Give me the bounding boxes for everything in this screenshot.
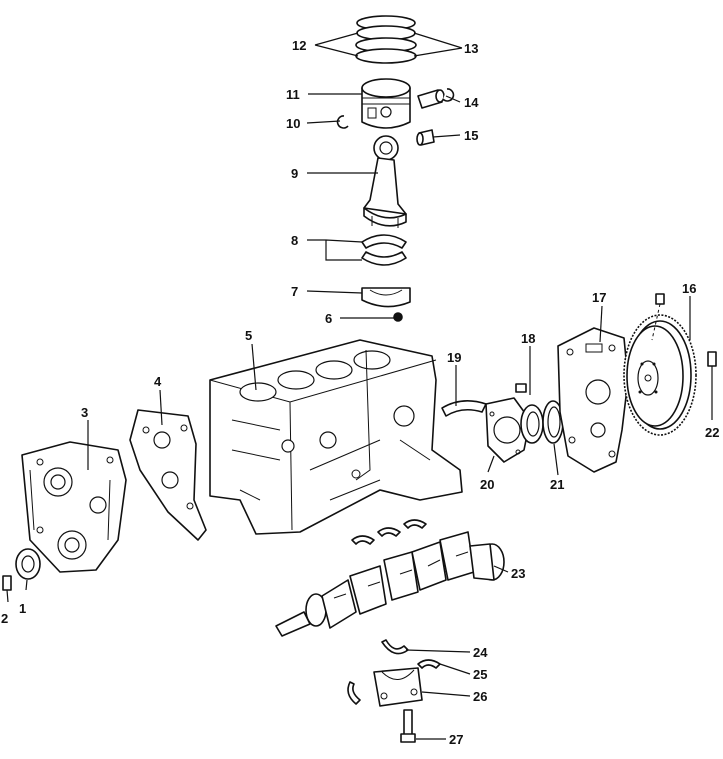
callout-17: 17	[592, 290, 606, 305]
callout-27: 27	[449, 732, 463, 747]
small-end-bushing	[416, 129, 435, 146]
callout-19: 19	[447, 350, 461, 365]
thrust-washer-left	[347, 681, 361, 705]
conrod-bearings	[361, 234, 407, 266]
thrust-washer	[417, 659, 441, 669]
callout-4: 4	[154, 374, 162, 389]
crankshaft	[275, 531, 505, 637]
flywheel-bolt-top	[655, 293, 665, 305]
callout-8: 8	[291, 233, 298, 248]
piston-pin	[417, 89, 445, 109]
callout-25: 25	[473, 667, 487, 682]
callout-10: 10	[286, 116, 300, 131]
flywheel-bolt-22	[707, 351, 717, 367]
callout-16: 16	[682, 281, 696, 296]
conrod-cap	[361, 287, 411, 308]
callout-24: 24	[473, 645, 488, 660]
piston-rings	[355, 15, 417, 64]
flywheel-bolt-guide	[651, 303, 661, 341]
callout-22: 22	[705, 425, 719, 440]
callout-2: 2	[1, 611, 8, 626]
callout-7: 7	[291, 284, 298, 299]
retainer-gasket	[441, 400, 487, 417]
front-cover	[21, 441, 127, 573]
front-oil-seal	[15, 548, 41, 580]
callout-26: 26	[473, 689, 487, 704]
callout-20: 20	[480, 477, 494, 492]
callout-13: 13	[464, 41, 478, 56]
flywheel	[623, 314, 697, 436]
main-bearing-cap	[373, 667, 423, 707]
callout-9: 9	[291, 166, 298, 181]
callout-3: 3	[81, 405, 88, 420]
main-bearings-upper	[351, 519, 427, 545]
main-bearing-lower	[381, 639, 409, 655]
callout-21: 21	[550, 477, 564, 492]
rear-seal-retainer	[485, 397, 531, 463]
callout-15: 15	[464, 128, 478, 143]
seal-ring	[542, 400, 564, 444]
callout-18: 18	[521, 331, 535, 346]
callout-12: 12	[292, 38, 306, 53]
snap-ring-10	[336, 115, 349, 129]
callout-11: 11	[286, 87, 300, 102]
callout-6: 6	[325, 311, 332, 326]
callout-14: 14	[464, 95, 479, 110]
seal-bolt	[515, 383, 527, 393]
piston	[361, 78, 411, 129]
callout-23: 23	[511, 566, 525, 581]
leader-lines	[6, 32, 713, 740]
cylinder-block	[209, 339, 463, 535]
front-bolt	[2, 575, 12, 591]
callout-labels: 1 2 3 4 5 6 7 8 9 10 11 12 13 14 15 16 1…	[1, 38, 719, 747]
conrod-nut	[393, 312, 403, 322]
main-cap-bolt	[400, 709, 416, 743]
rear-end-plate	[557, 327, 629, 473]
front-plate	[129, 409, 207, 541]
callout-5: 5	[245, 328, 252, 343]
connecting-rod	[363, 135, 407, 228]
callout-1: 1	[19, 601, 26, 616]
rear-oil-seal	[520, 404, 544, 444]
